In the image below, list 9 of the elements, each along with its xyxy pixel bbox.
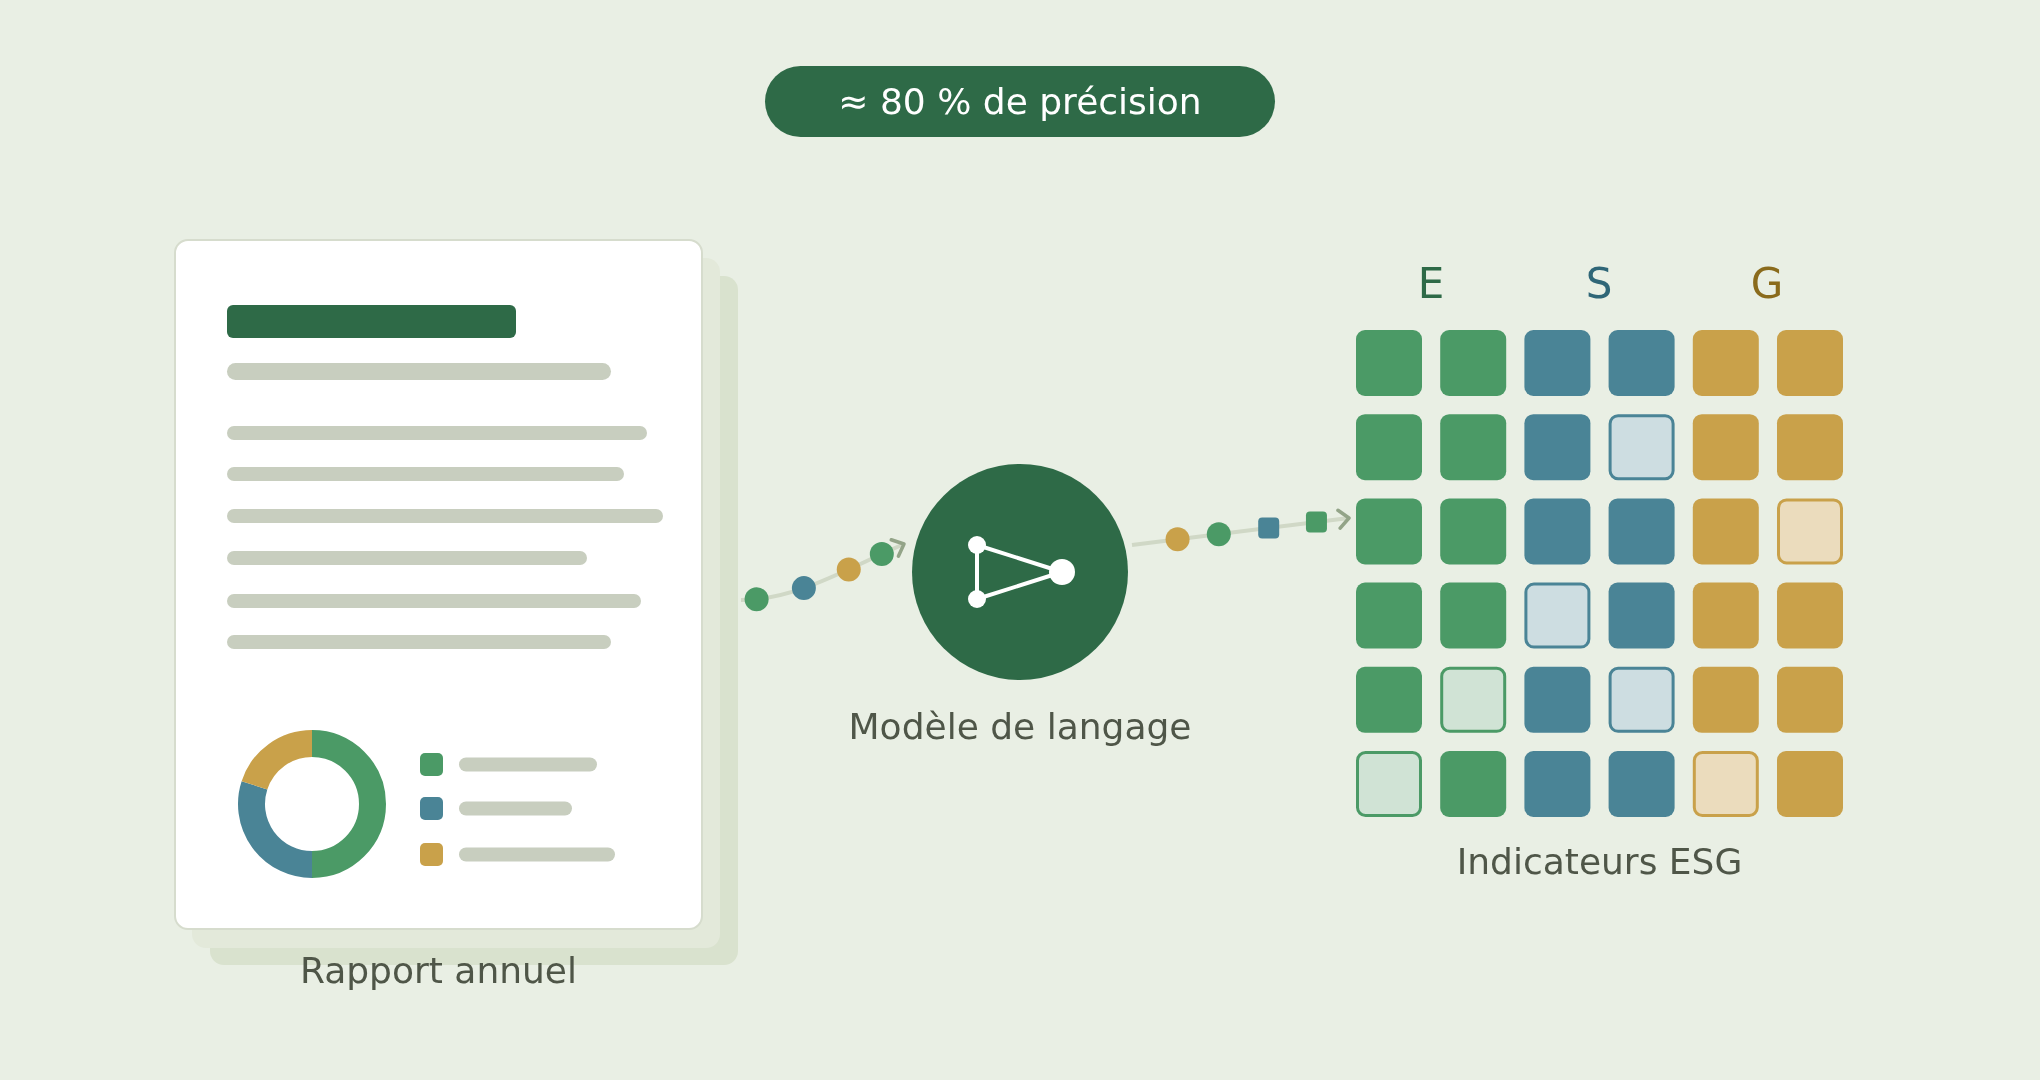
accuracy-badge: ≈ 80 % de précision xyxy=(765,66,1275,137)
grid-label: Indicateurs ESG xyxy=(1456,840,1743,884)
column-header: G xyxy=(1750,258,1784,310)
column-header: E xyxy=(1417,258,1445,310)
document-label: Rapport annuel xyxy=(300,949,577,993)
arrow xyxy=(740,538,906,602)
model-label: Modèle de langage xyxy=(848,705,1192,749)
column-header: S xyxy=(1585,258,1613,310)
arrow xyxy=(1131,508,1351,547)
